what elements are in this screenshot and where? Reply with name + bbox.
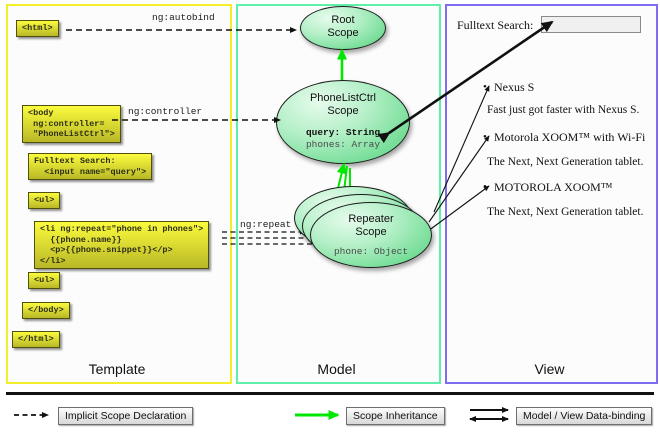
code-box-body-open: <body ng:controller= "PhoneListCtrl"> [22,105,121,143]
scope-field-phones: phones: Array [305,139,381,150]
code-box-ul-open: <ul> [28,192,61,209]
bullet-icon: • [483,181,487,193]
view-item-name-0: • Nexus S [483,80,535,95]
legend-label-model-view-data-binding: Model / View Data-binding [516,407,653,425]
view-search-input[interactable] [541,16,641,33]
code-box-html-close: </html> [12,331,60,348]
column-label-model: Model [317,361,356,377]
view-item-snippet-0: Fast just got faster with Nexus S. [487,104,640,116]
view-item-label-2: MOTOROLA XOOM™ [494,180,613,194]
legend-label-scope-inheritance: Scope Inheritance [346,407,445,425]
view-search-label: Fulltext Search: [457,18,534,32]
scope-field-query: query: String [305,127,381,138]
code-box-fulltext-search: Fulltext Search: <input name="query"> [28,153,153,180]
legend-label-implicit-scope-declaration: Implicit Scope Declaration [58,407,194,425]
edge-label-ng-autobind: ng:autobind [152,12,215,23]
view-item-snippet-2: The Next, Next Generation tablet. [487,206,644,218]
scope-field-phone: phone: Object [333,246,409,257]
view-item-label-1: Motorola XOOM™ with Wi-Fi [494,130,646,144]
column-label-template: Template [88,361,146,377]
code-box-li-repeat: <li ng:repeat="phone in phones"> {{phone… [34,221,210,269]
legend-divider [6,392,654,395]
bullet-icon: • [483,131,487,143]
code-box-html-open: <html> [16,20,59,37]
code-box-body-close: </body> [22,302,70,319]
edge-label-ng-repeat: ng:repeat [240,219,292,230]
code-box-ul-close: <ul> [28,272,61,289]
bullet-icon: • [483,81,487,93]
edge-label-ng-controller: ng:controller [128,106,203,117]
column-label-view: View [534,361,565,377]
view-item-name-1: • Motorola XOOM™ with Wi-Fi [483,130,646,145]
view-item-label-0: Nexus S [494,80,535,94]
view-item-snippet-1: The Next, Next Generation tablet. [487,156,644,168]
view-item-name-2: • MOTOROLA XOOM™ [483,180,613,195]
